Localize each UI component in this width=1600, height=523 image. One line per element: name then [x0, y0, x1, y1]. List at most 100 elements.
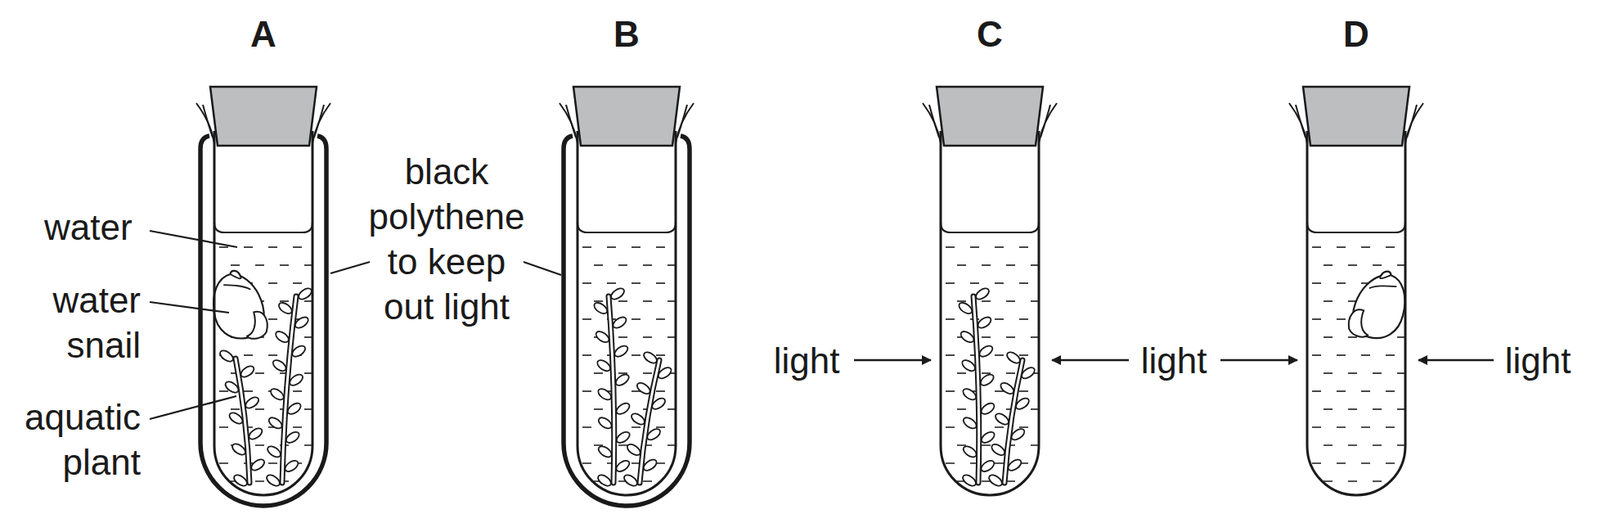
water-dash	[945, 390, 955, 392]
plant-leaf	[265, 472, 282, 489]
water-dash	[582, 354, 592, 356]
snail-foot	[1345, 307, 1373, 339]
plant-leaf	[614, 372, 631, 388]
tube-wall	[940, 130, 1039, 495]
lip-line	[1289, 103, 1308, 144]
water-dash	[642, 264, 652, 266]
water-dash	[1323, 264, 1333, 266]
lip-line	[929, 104, 940, 138]
shell-whorl	[1369, 270, 1399, 295]
plant-leaf	[979, 400, 996, 417]
water-dash	[582, 246, 592, 248]
plant-leaf	[223, 379, 240, 396]
water-dash	[1312, 462, 1322, 464]
water-dash	[1030, 480, 1040, 482]
plant-leaf	[993, 411, 1011, 427]
water-dash	[1006, 300, 1016, 302]
aquatic-plant	[622, 350, 674, 489]
water-dash	[292, 390, 302, 392]
water-dash	[1348, 264, 1358, 266]
water-dash	[593, 300, 603, 302]
plant-leaf	[596, 415, 613, 432]
plant-leaf	[622, 472, 639, 489]
water-dash	[1323, 408, 1333, 410]
plant-leaf	[287, 372, 305, 388]
water-dash	[1348, 444, 1358, 446]
plant-leaf	[961, 415, 978, 432]
water-dash	[230, 408, 240, 410]
plant-leaf	[283, 458, 300, 474]
tube-letter: B	[613, 11, 640, 57]
tube-wall	[1307, 130, 1406, 495]
water-dash	[945, 246, 955, 248]
water-dash	[1361, 426, 1371, 428]
part-label: water	[44, 204, 133, 250]
plant-leaf	[629, 411, 647, 427]
rubber-stopper	[573, 86, 680, 146]
water-dash	[1019, 246, 1029, 248]
leader-line	[149, 301, 230, 313]
water-dash	[981, 444, 991, 446]
water-dash	[1336, 282, 1346, 284]
water-dash	[994, 462, 1004, 464]
water-dash	[268, 282, 278, 284]
plant-leaf	[612, 343, 630, 360]
snail-foot	[243, 310, 270, 340]
lip-line	[202, 104, 213, 138]
tube-letter: C	[976, 11, 1003, 57]
water-surface	[940, 222, 1039, 233]
lip-line	[1295, 104, 1306, 138]
part-label: water snail	[52, 277, 141, 368]
water-dash	[1336, 426, 1346, 428]
water-dash	[1397, 480, 1407, 482]
lip-line	[677, 104, 688, 138]
water-dash	[582, 318, 592, 320]
water-dash	[970, 282, 980, 284]
rubber-stopper	[936, 86, 1043, 146]
water-dash	[606, 246, 616, 248]
water-dash	[1336, 318, 1346, 320]
plant-stem	[282, 296, 297, 483]
plant-leaf	[265, 444, 283, 460]
water-dash	[1361, 246, 1371, 248]
water-dash	[1323, 480, 1333, 482]
plant-leaf	[975, 314, 993, 331]
water-dash	[243, 246, 253, 248]
water-dash	[1019, 354, 1029, 356]
leader-line	[149, 395, 237, 419]
water-dash	[642, 480, 652, 482]
light-arrow	[1051, 359, 1129, 362]
water-dash	[631, 318, 641, 320]
plant-leaf	[961, 444, 978, 460]
plant-leaf	[615, 429, 632, 445]
water-dash	[994, 426, 1004, 428]
water-dash	[255, 480, 265, 482]
water-dashes	[582, 247, 677, 481]
water-dash	[1385, 426, 1395, 428]
plant-leaf	[1009, 426, 1026, 442]
lip-line	[196, 103, 215, 144]
plant-leaf	[989, 441, 1007, 458]
water-dash	[268, 462, 278, 464]
plant-leaf	[642, 350, 659, 366]
water-dash	[981, 264, 991, 266]
water-dash	[642, 300, 652, 302]
water-dash	[1336, 354, 1346, 356]
aquatic-plant	[987, 350, 1037, 489]
plant-leaf	[635, 380, 652, 396]
water-dash	[957, 444, 967, 446]
water-dash	[656, 426, 666, 428]
water-surface	[1307, 222, 1406, 233]
plant-leaf	[595, 357, 612, 374]
water-dash	[1019, 390, 1029, 392]
water-dash	[957, 300, 967, 302]
lip-line	[559, 103, 578, 144]
water-dash	[593, 264, 603, 266]
plant-leaf	[596, 444, 613, 460]
water-dash	[642, 372, 652, 374]
light-arrow	[1418, 359, 1494, 362]
light-label: light	[773, 337, 841, 383]
water-dash	[1323, 444, 1333, 446]
plant-leaf	[293, 314, 311, 331]
